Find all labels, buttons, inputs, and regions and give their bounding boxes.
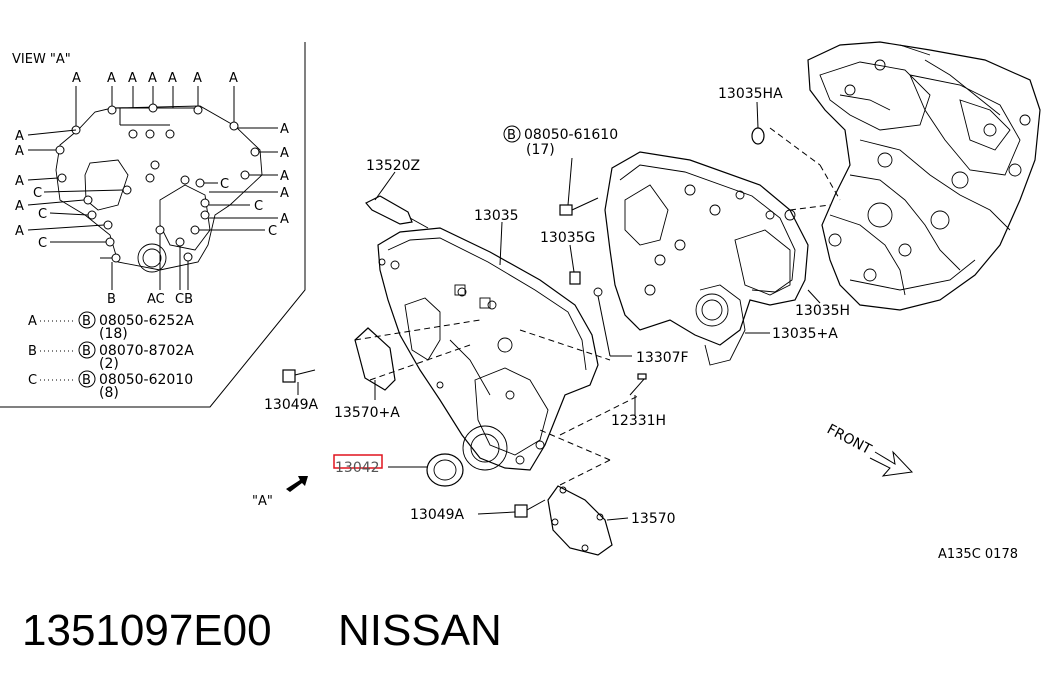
label-13035g: 13035G xyxy=(540,230,595,246)
view-a-arrow: "A" xyxy=(252,476,308,509)
view-a-bolt-circles xyxy=(55,103,260,263)
legend-qty-c: (8) xyxy=(99,385,119,401)
legend-part-a: 08050-6252A xyxy=(99,313,194,329)
legend-qty-b: (2) xyxy=(99,356,119,372)
view-a-bottom-letter-ac: AC xyxy=(147,292,165,307)
view-a-right-leaders xyxy=(199,127,278,231)
label-13035h: 13035H xyxy=(795,303,850,319)
view-a-left-letter-7: A xyxy=(15,224,24,239)
view-a-right-letter-5: A xyxy=(280,186,289,201)
view-a-top-letter-1: A xyxy=(72,71,81,86)
legend-circle-c: B xyxy=(82,373,91,388)
view-a-right-letter-8: C xyxy=(268,224,277,239)
label-08050-61610-group: B 08050-61610 (17) xyxy=(503,125,618,158)
label-13570-plus-a: 13570+A xyxy=(334,405,400,421)
view-a-right-letter-1: A xyxy=(280,122,289,137)
view-a-crank-hole-inner xyxy=(142,248,162,268)
legend-circle-a: B xyxy=(82,314,91,329)
view-a-left-letter-2: A xyxy=(15,144,24,159)
part-12331h-drawing xyxy=(629,373,647,396)
view-a-bottom-letter-cb: CB xyxy=(175,292,193,307)
label-13035-plus-a: 13035+A xyxy=(772,326,838,342)
label-13049a-2: 13049A xyxy=(410,507,465,523)
legend-row-c: C B 08050-62010 (8) xyxy=(28,370,193,401)
part-13049a-bolt-2-drawing xyxy=(514,499,546,518)
view-a-bottom-leaders xyxy=(111,234,189,290)
front-indicator: FRONT xyxy=(824,421,914,477)
legend-key-b: B xyxy=(28,344,37,359)
legend-key-a: A xyxy=(28,314,37,329)
view-a-right-letter-3: A xyxy=(280,169,289,184)
legend-circle-b: B xyxy=(82,344,91,359)
view-a-title: VIEW "A" xyxy=(12,52,71,67)
view-a-left-letter-3: A xyxy=(15,174,24,189)
legend-key-c: C xyxy=(28,373,37,388)
highlight-box xyxy=(333,454,383,469)
view-a-right-letter-2: A xyxy=(280,146,289,161)
assembly-dashed-lines xyxy=(354,127,841,486)
view-a-border xyxy=(0,42,306,408)
part-13035g-drawing xyxy=(569,271,603,297)
label-13035ha: 13035HA xyxy=(718,86,783,102)
view-a-crank-hole xyxy=(137,243,167,273)
label-08050-61610-circle: B xyxy=(507,128,516,143)
label-08050-61610: 08050-61610 xyxy=(524,127,618,143)
part-13042-seal-drawing xyxy=(426,453,464,487)
part-13049a-bolt-1-drawing xyxy=(282,369,316,383)
legend-qty-a: (18) xyxy=(99,326,128,342)
view-a-bottom-letter-b: B xyxy=(107,292,116,307)
front-arrow-icon xyxy=(869,450,914,477)
front-label: FRONT xyxy=(824,421,874,458)
legend-row-a: A B 08050-6252A (18) xyxy=(28,311,194,342)
view-a-left-letter-5: A xyxy=(15,199,24,214)
callout-leaders xyxy=(297,101,821,521)
label-13042-highlighted[interactable]: 13042 xyxy=(333,454,383,476)
label-13570: 13570 xyxy=(631,511,676,527)
view-a-right-letter-6: C xyxy=(254,199,263,214)
view-a-left-letter-1: A xyxy=(15,129,24,144)
view-a-left-letter-8: C xyxy=(38,236,47,251)
view-a-left-letter-6: C xyxy=(38,207,47,222)
engine-block-drawing xyxy=(807,41,1041,311)
label-13520z: 13520Z xyxy=(366,158,420,174)
view-a-top-letter-2: A xyxy=(107,71,116,86)
label-13049a-1: 13049A xyxy=(264,397,319,413)
view-a-legend: A B 08050-6252A (18) B B 08070-8702A (2)… xyxy=(28,311,194,401)
view-a-right-letter-7: A xyxy=(280,212,289,227)
part-13520z-drawing xyxy=(365,195,429,229)
brand-name: NISSAN xyxy=(338,606,502,655)
label-13042: 13042 xyxy=(335,460,380,476)
view-a-right-letter-4: C xyxy=(220,177,229,192)
part-13035ha-drawing xyxy=(751,127,765,145)
legend-row-b: B B 08070-8702A (2) xyxy=(28,341,194,372)
label-13307f: 13307F xyxy=(636,350,689,366)
view-a-top-letter-3: A xyxy=(128,71,137,86)
part-number: 1351097E00 xyxy=(22,606,272,655)
rear-cover-13035-drawing xyxy=(604,151,809,366)
view-a-top-letter-4: A xyxy=(148,71,157,86)
label-12331h: 12331H xyxy=(611,413,666,429)
view-a-top-letter-7: A xyxy=(229,71,238,86)
view-a-arrow-icon xyxy=(286,476,308,492)
view-a-top-letter-5: A xyxy=(168,71,177,86)
label-13035: 13035 xyxy=(474,208,519,224)
view-a-top-letter-6: A xyxy=(193,71,202,86)
legend-part-c: 08050-62010 xyxy=(99,372,193,388)
part-13570-plate-drawing xyxy=(547,485,613,556)
view-a-inset: VIEW "A" A A A A A A A xyxy=(0,42,306,408)
view-a-left-letter-4: C xyxy=(33,186,42,201)
legend-part-b: 08070-8702A xyxy=(99,343,194,359)
front-cover-13035-drawing xyxy=(377,227,599,471)
view-a-arrow-label: "A" xyxy=(252,494,273,509)
view-a-left-leaders xyxy=(27,129,124,243)
label-08050-61610-qty: (17) xyxy=(526,142,555,158)
part-bolt-08050-61610-drawing xyxy=(559,197,599,216)
figure-code: A135C 0178 xyxy=(938,547,1018,562)
